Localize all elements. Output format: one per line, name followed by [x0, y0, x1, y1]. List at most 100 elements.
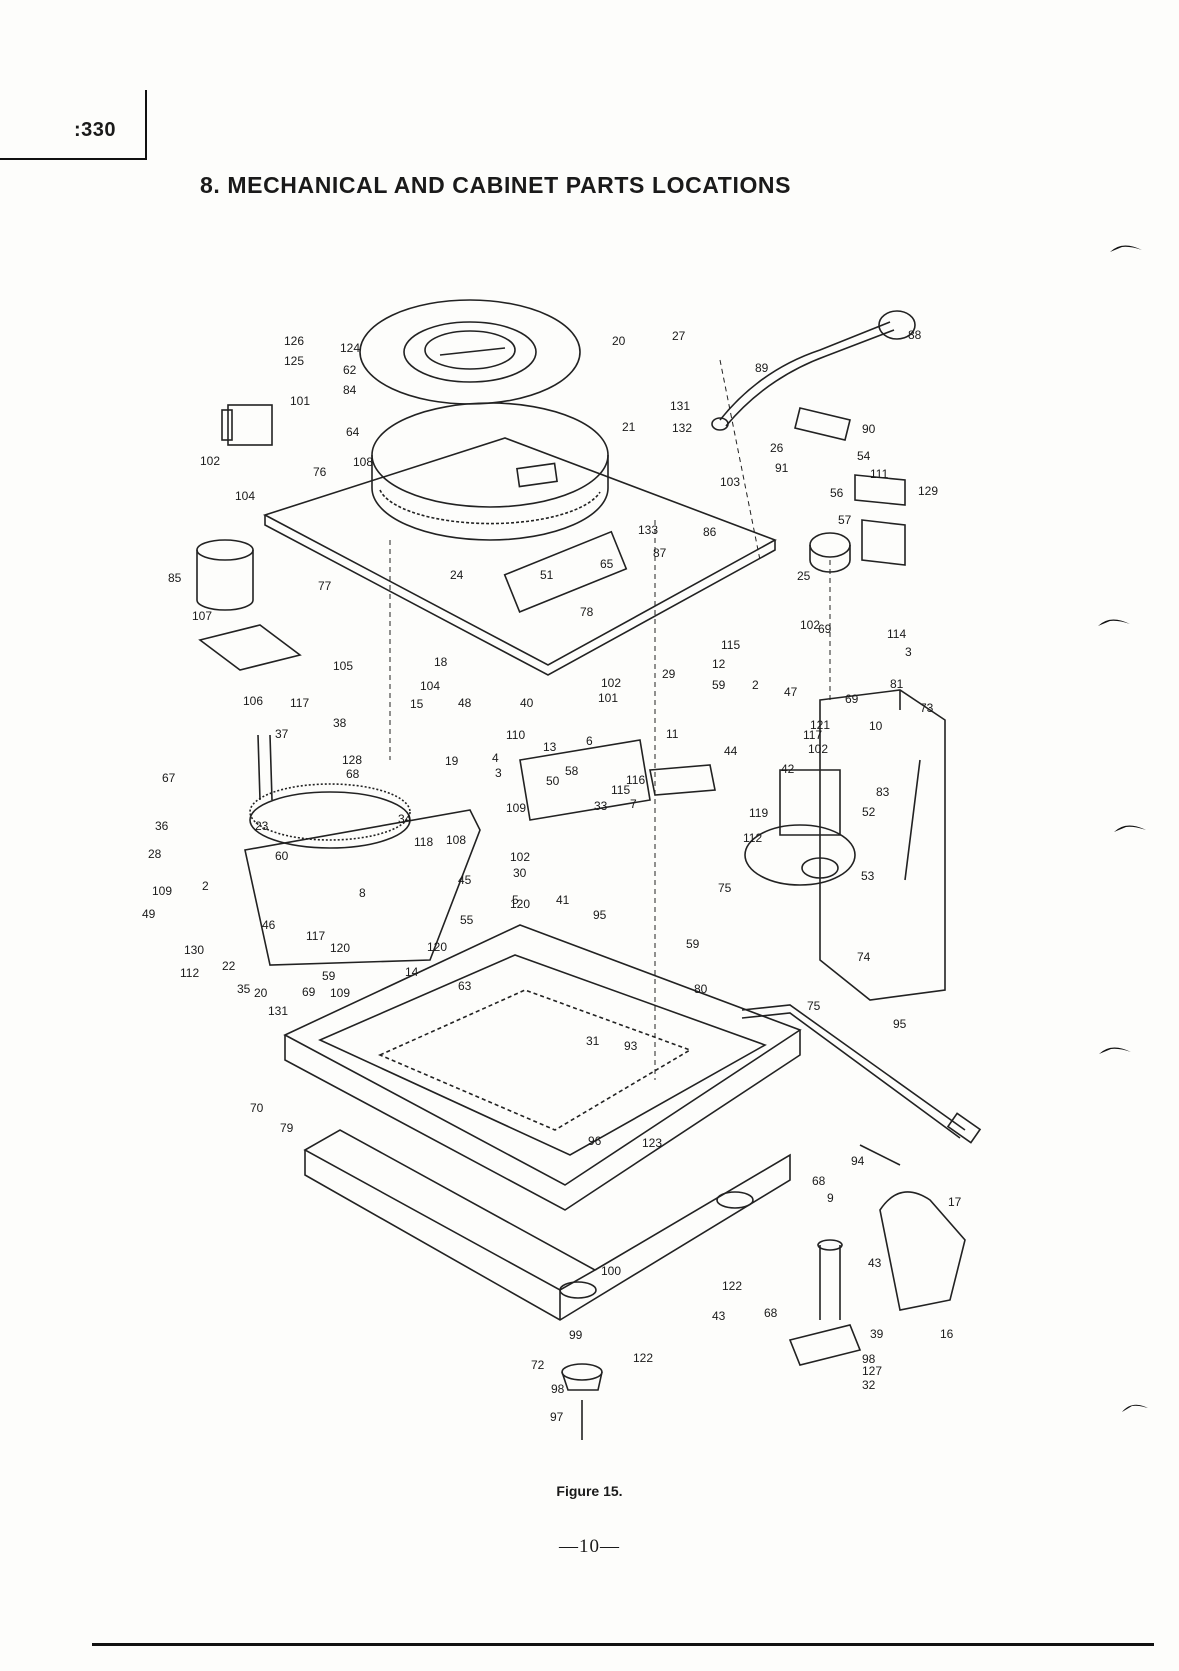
callout: 83 [876, 785, 890, 799]
callout: 15 [410, 697, 424, 711]
callout: 51 [540, 568, 554, 582]
callout: 76 [313, 465, 327, 479]
callout: 21 [622, 420, 636, 434]
callout: 117 [290, 696, 309, 710]
callout: 42 [781, 762, 795, 776]
page-number: —10— [559, 1536, 620, 1557]
callout: 53 [861, 869, 875, 883]
callout: 60 [275, 849, 289, 863]
callout: 55 [460, 913, 474, 927]
callout: 98 [862, 1352, 876, 1366]
callout: 41 [556, 893, 570, 907]
binder-mark-icon [1110, 245, 1142, 252]
callout: 67 [162, 771, 176, 785]
callout: 120 [510, 897, 530, 911]
callout: 96 [588, 1134, 602, 1148]
callout: 22 [222, 959, 236, 973]
callout: 102 [800, 618, 820, 632]
callout: 29 [662, 667, 676, 681]
callout: 122 [722, 1279, 742, 1293]
callout: 34 [398, 812, 412, 826]
callout: 63 [458, 979, 472, 993]
callout: 97 [550, 1410, 564, 1424]
callout: 38 [333, 716, 347, 730]
callout: 2 [202, 879, 209, 893]
callout: 128 [342, 753, 362, 767]
callout: 114 [887, 627, 906, 641]
callout: 20 [254, 986, 268, 1000]
callout: 122 [633, 1351, 653, 1365]
bottom-rule [92, 1643, 1154, 1646]
callout: 116 [626, 773, 645, 787]
callout: 107 [192, 609, 212, 623]
tonearm [711, 310, 916, 441]
callout: 28 [148, 847, 162, 861]
callout: 110 [506, 728, 525, 742]
section-title: 8. MECHANICAL AND CABINET PARTS LOCATION… [200, 172, 792, 198]
callout: 78 [580, 605, 594, 619]
callout: 48 [458, 696, 472, 710]
callout: 126 [284, 334, 304, 348]
callout: 130 [184, 943, 204, 957]
callout: 68 [764, 1306, 778, 1320]
motor [196, 539, 302, 671]
callout: 93 [624, 1039, 638, 1053]
callout: 106 [243, 694, 263, 708]
callout: 91 [775, 461, 789, 475]
callout: 62 [343, 363, 357, 377]
callout: 70 [250, 1101, 264, 1115]
callout-labels: 126 124 125 62 84 101 64 102 104 76 108 … [142, 328, 962, 1424]
callout: 45 [458, 873, 472, 887]
foot [561, 1363, 603, 1440]
bottom-base [303, 1129, 791, 1321]
callout: 103 [720, 475, 740, 489]
callout: 99 [569, 1328, 583, 1342]
callout: 112 [180, 966, 199, 980]
lever-plates [244, 739, 716, 966]
callout: 18 [434, 655, 448, 669]
callout: 49 [142, 907, 156, 921]
callout: 33 [594, 799, 608, 813]
callout: 109 [330, 986, 350, 1000]
model-code-box [0, 90, 147, 160]
callout: 3 [905, 645, 912, 659]
callout: 100 [601, 1264, 621, 1278]
callout: 121 [810, 718, 830, 732]
callout: 68 [346, 767, 360, 781]
callout: 20 [612, 334, 626, 348]
callout: 102 [200, 454, 220, 468]
callout: 23 [255, 819, 269, 833]
callout: 43 [868, 1256, 882, 1270]
callout: 102 [510, 850, 530, 864]
callout: 95 [593, 908, 607, 922]
callout: 37 [275, 727, 289, 741]
callout: 129 [918, 484, 938, 498]
callout: 59 [686, 937, 700, 951]
callout: 84 [343, 383, 357, 397]
callout: 7 [630, 797, 637, 811]
callout: 79 [280, 1121, 294, 1135]
callout: 13 [543, 740, 557, 754]
callout: 109 [152, 884, 172, 898]
gear-assembly [249, 734, 411, 849]
callout: 46 [262, 918, 276, 932]
hinge-plate [744, 769, 856, 886]
callout: 131 [670, 399, 690, 413]
callout: 58 [565, 764, 579, 778]
callout: 108 [446, 833, 466, 847]
callout: 35 [237, 982, 251, 996]
callout: 69 [302, 985, 316, 999]
callout: 5 [512, 893, 519, 907]
callout: 59 [322, 969, 336, 983]
callout: 117 [803, 728, 822, 742]
callout: 120 [330, 941, 350, 955]
figure-caption: Figure 15. [556, 1483, 623, 1499]
callout: 74 [857, 950, 871, 964]
callout: 72 [531, 1358, 545, 1372]
callout: 112 [743, 831, 762, 845]
callout: 9 [827, 1191, 834, 1205]
callout: 68 [812, 1174, 826, 1188]
dust-cover [819, 689, 946, 1001]
callout: 14 [405, 965, 419, 979]
callout: 39 [870, 1327, 884, 1341]
